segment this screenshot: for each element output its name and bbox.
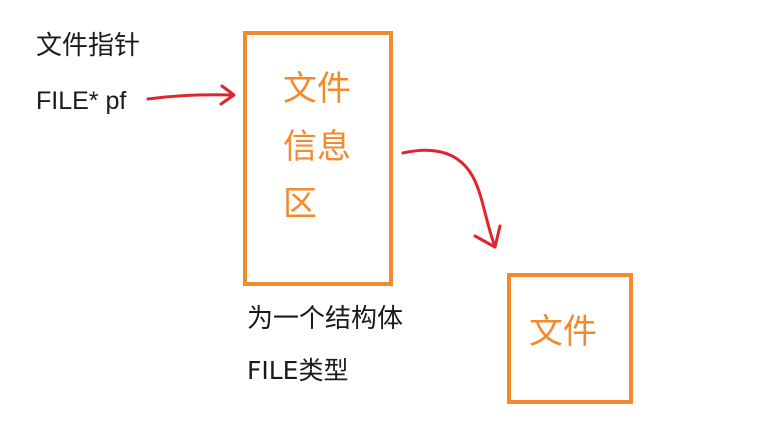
info-area-label-line-1: 文件 [283,69,351,109]
info-to-file-arrow [401,148,502,249]
file-info-area-box [243,31,393,286]
pointer-to-info-arrow [146,84,236,106]
struct-note-line-2: FILE类型 [247,356,349,385]
struct-note-line-1: 为一个结构体 [247,304,404,334]
pointer-title: 文件指针 [36,31,141,61]
info-area-label-line-3: 区 [283,184,317,224]
file-box-label: 文件 [529,312,597,352]
pointer-declaration: FILE* pf [36,87,127,115]
info-area-label-line-2: 信息 [283,127,351,167]
file-box [507,273,633,404]
